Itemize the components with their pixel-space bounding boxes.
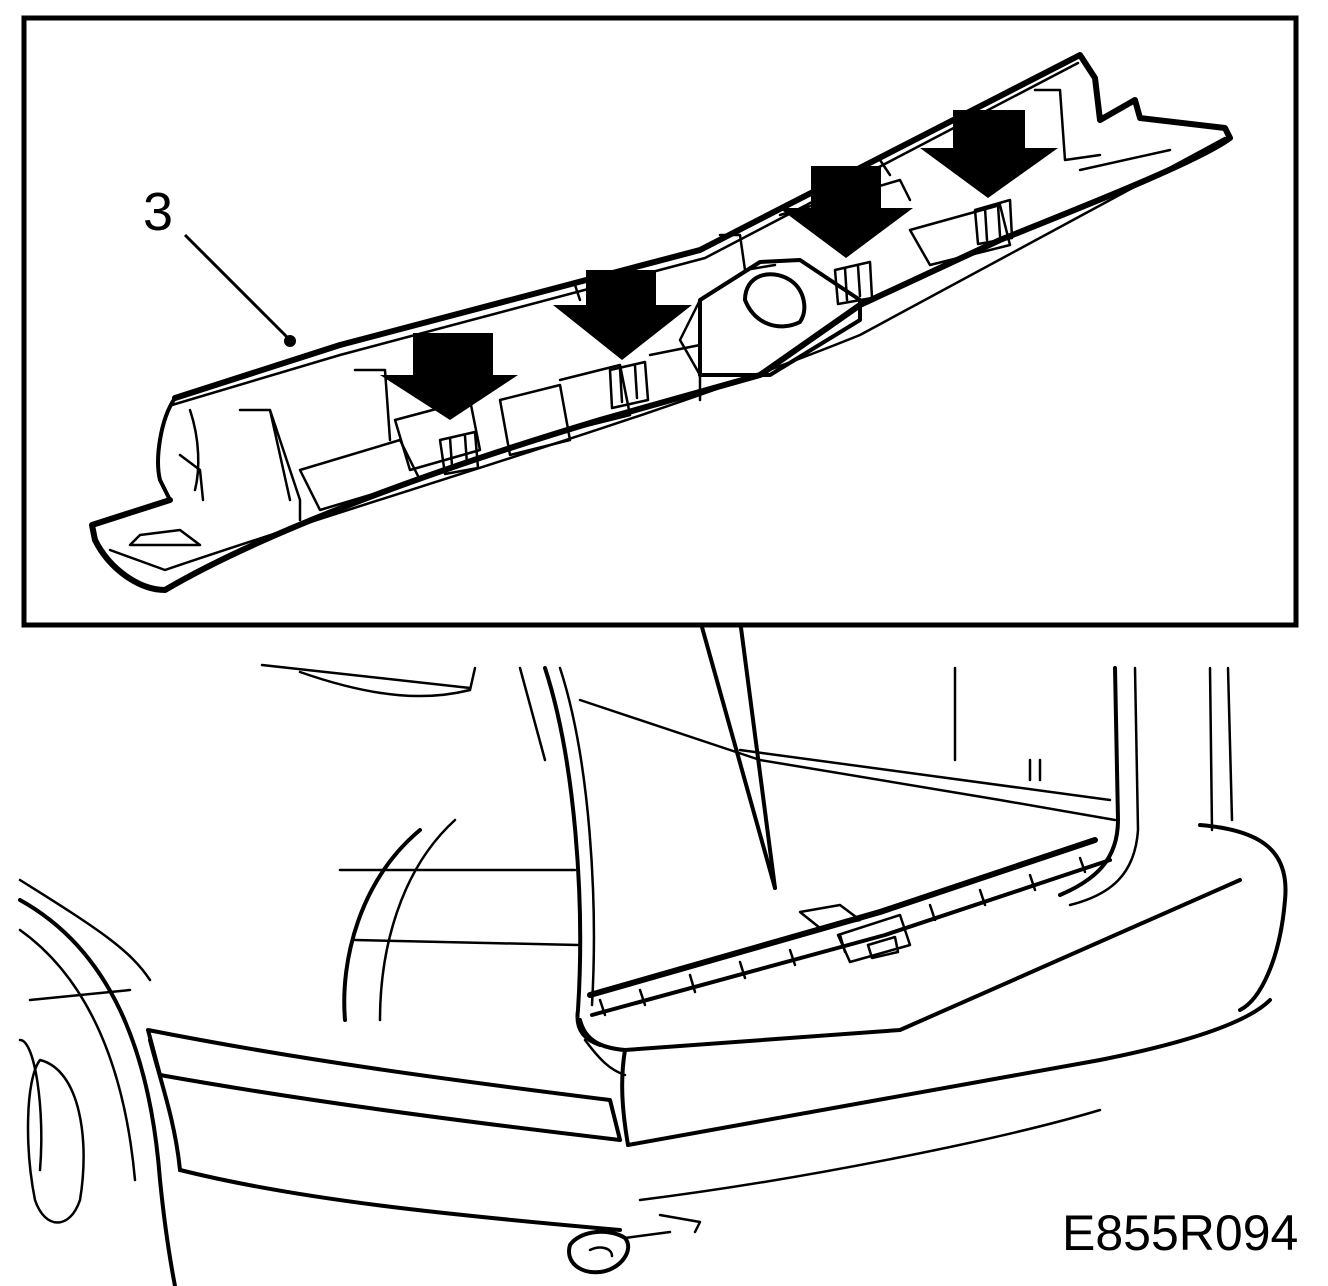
trim-panel	[89, 52, 1233, 593]
callout-leader-dot	[284, 335, 296, 347]
arrow-clip-1	[380, 333, 518, 420]
callout-number: 3	[143, 182, 173, 242]
clip-arrows	[380, 110, 1058, 420]
arrow-clip-2	[553, 270, 692, 360]
arrow-clip-4	[920, 110, 1058, 198]
figure-code: E855R094	[1062, 1205, 1298, 1261]
arrow-clip-3	[779, 166, 913, 258]
car-rear-view	[18, 618, 1288, 1286]
callout-leader-line	[183, 233, 292, 342]
callout-3: 3	[143, 182, 296, 347]
